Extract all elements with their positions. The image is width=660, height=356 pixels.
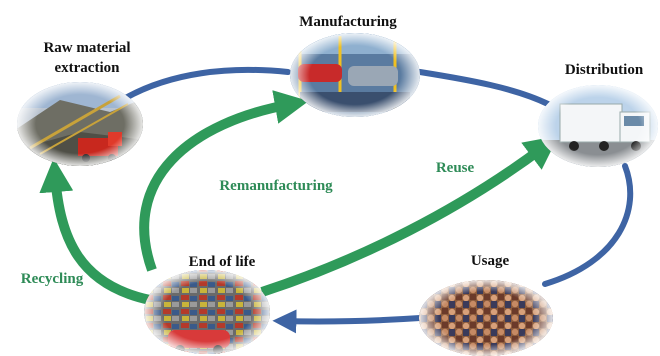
label-recycling: Recycling [21, 271, 84, 287]
label-raw-material-line1: Raw material [43, 40, 130, 56]
end-of-life-image [144, 270, 270, 354]
distribution-image [538, 85, 658, 167]
manufacturing-image [290, 33, 420, 117]
arrow-remanufacturing [139, 90, 309, 272]
raw-material-image [17, 82, 143, 166]
label-raw-material-line2: extraction [55, 60, 121, 76]
label-manufacturing: Manufacturing [299, 14, 397, 30]
label-distribution: Distribution [565, 62, 644, 78]
label-end-of-life: End of life [189, 254, 256, 270]
usage-image [419, 280, 553, 356]
arrow-manufacturing-to-distribution [417, 69, 551, 107]
arrow-distribution-to-usage [542, 163, 634, 287]
label-reuse: Reuse [436, 160, 475, 176]
arrow-raw-to-manufacturing [119, 66, 291, 103]
label-remanufacturing: Remanufacturing [219, 178, 333, 194]
arrow-usage-to-end-of-life [272, 309, 421, 334]
arrow-reuse [260, 135, 559, 297]
label-usage: Usage [471, 253, 510, 269]
arrow-recycling [39, 158, 152, 305]
